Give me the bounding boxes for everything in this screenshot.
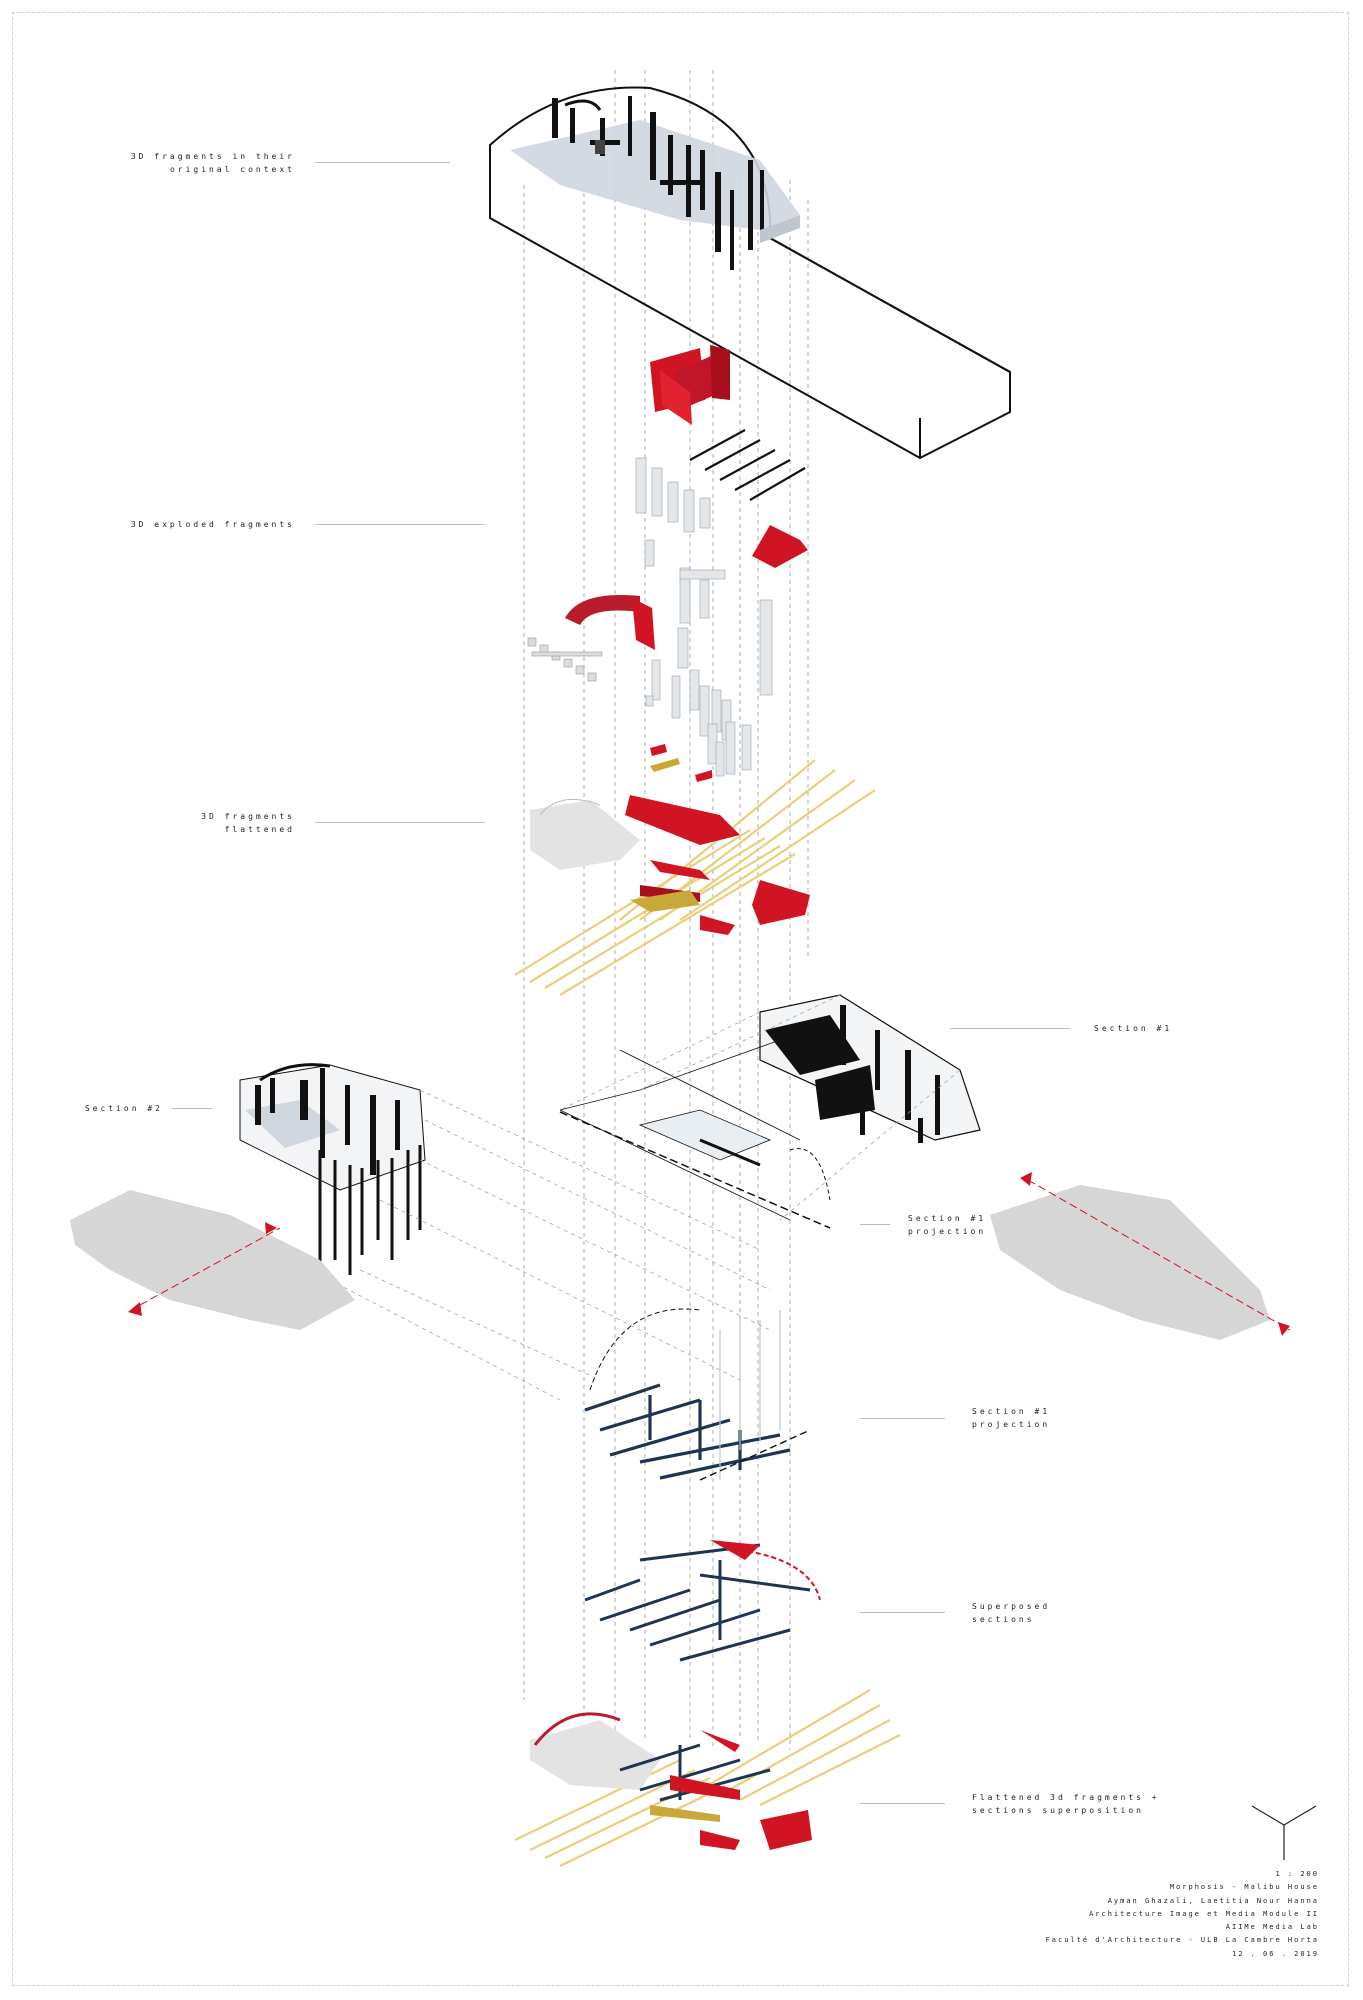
final-superposition: [514, 1689, 901, 1867]
label-section1-projection-a: Section #1 projection: [908, 1212, 986, 1238]
label-superposed: Superposed sections: [972, 1600, 1050, 1626]
label-superposed-line-2: sections: [972, 1615, 1035, 1624]
plan-right: [990, 1172, 1291, 1340]
section-projection-lower: [584, 1308, 811, 1481]
label-flattened: 3D fragments flattened: [201, 810, 295, 836]
leader-exploded: [315, 524, 485, 525]
label-flattened-line-2: flattened: [224, 825, 295, 834]
label-final: Flattened 3d fragments + sections superp…: [972, 1791, 1160, 1817]
label-superposed-line-1: Superposed: [972, 1602, 1051, 1611]
label-section2: Section #2: [85, 1102, 163, 1115]
label-context-line-2: original context: [169, 165, 295, 174]
authors-text: Ayman Ghazali, Laetitia Nour Hanna: [1107, 1896, 1319, 1905]
label-projection-b-line-2: projection: [972, 1420, 1051, 1429]
scale-text: 1 : 200: [1275, 1870, 1319, 1878]
leader-superposed: [860, 1612, 945, 1613]
label-final-line-1: Flattened 3d fragments +: [972, 1793, 1160, 1802]
school-text: Faculté d'Architecture - ULB La Cambre H…: [1045, 1936, 1319, 1945]
title-block: 1 : 200 Morphosis - Malibu House Ayman G…: [1046, 1868, 1319, 1961]
label-section1-projection-b: Section #1 projection: [972, 1405, 1050, 1431]
project-title: Morphosis - Malibu House: [1169, 1883, 1319, 1892]
label-projection-a-line-1: Section #1: [908, 1214, 987, 1223]
label-exploded-line-1: 3D exploded fragments: [130, 520, 295, 529]
section-2-model: [239, 1063, 771, 1401]
date-text: 12 . 06 . 2019: [1231, 1949, 1319, 1958]
label-section1-line-1: Section #1: [1094, 1024, 1173, 1033]
label-context-line-1: 3D fragments in their: [130, 152, 295, 161]
leader-projection-a: [860, 1224, 890, 1225]
context-volume: [489, 86, 1011, 460]
label-exploded: 3D exploded fragments: [131, 518, 295, 531]
label-flattened-line-1: 3D fragments: [201, 812, 295, 821]
plan-left: [70, 1190, 355, 1330]
lab-text: AIIMe Media Lab: [1225, 1923, 1319, 1932]
flattened-fragments: [514, 759, 876, 996]
label-projection-b-line-1: Section #1: [972, 1407, 1051, 1416]
isometric-axis-icon: [1251, 1805, 1317, 1860]
leader-section1: [950, 1028, 1070, 1029]
leader-context: [315, 162, 450, 163]
label-final-line-2: sections superposition: [972, 1806, 1144, 1815]
leader-projection-b: [860, 1418, 945, 1419]
leader-final: [860, 1803, 945, 1804]
exploded-fragments: [527, 345, 808, 782]
label-projection-a-line-2: projection: [908, 1227, 987, 1236]
label-section1: Section #1: [1094, 1022, 1172, 1035]
leader-section2: [172, 1108, 212, 1109]
superposed-sections: [584, 1540, 821, 1662]
section-1-model: [559, 994, 981, 1229]
sheet-border: [12, 12, 1349, 1986]
course-text: Architecture Image et Media Module II: [1089, 1909, 1319, 1918]
label-section2-line-1: Section #2: [84, 1104, 163, 1113]
leader-flattened: [315, 822, 485, 823]
label-context: 3D fragments in their original context: [131, 150, 295, 176]
